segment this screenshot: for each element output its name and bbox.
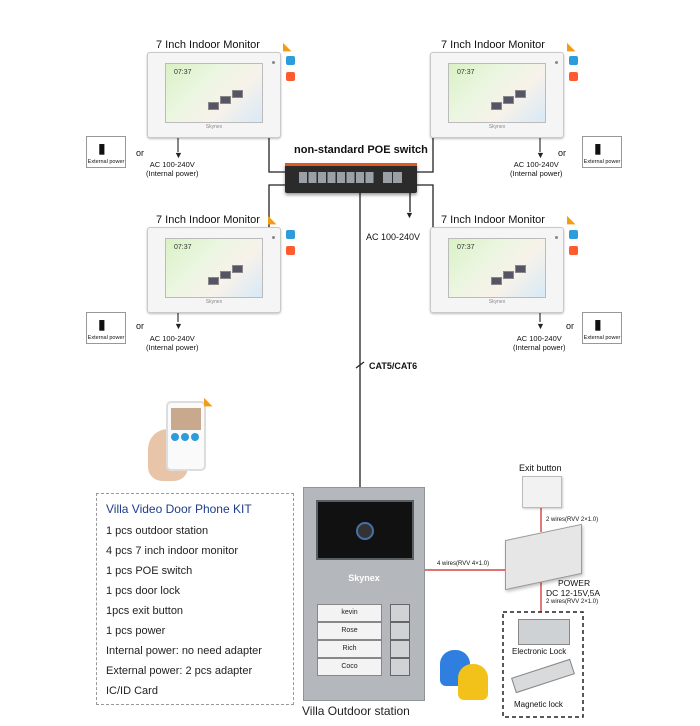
- kit-item: Internal power: no need adapter: [106, 645, 262, 657]
- kit-item: 1pcs exit button: [106, 605, 184, 617]
- wifi-icon: ◣: [567, 214, 576, 226]
- kit-item: 1 pcs door lock: [106, 585, 180, 597]
- kit-item: 1 pcs power: [106, 625, 166, 637]
- electronic-lock: [518, 619, 570, 645]
- kit-item: 4 pcs 7 inch indoor monitor: [106, 545, 239, 557]
- kit-item: 1 pcs POE switch: [106, 565, 193, 577]
- plug-icon: ▼: [174, 150, 183, 160]
- external-power-adapter: ▮ External power: [86, 312, 126, 344]
- poe-switch: [285, 163, 417, 193]
- exit-button[interactable]: [522, 476, 562, 508]
- ac-power-label: AC 100-240V(Internal power): [513, 334, 566, 352]
- switch-power-label: AC 100-240V: [366, 232, 421, 242]
- power-title: POWER: [558, 578, 591, 588]
- indoor-monitor-1: 07:37 Skynex: [147, 52, 281, 138]
- external-power-label: External power: [583, 159, 621, 165]
- kit-item: IC/ID Card: [106, 685, 158, 697]
- kit-list-box: Villa Video Door Phone KIT 1 pcs outdoor…: [96, 493, 294, 705]
- outdoor-brand: Skynex: [348, 573, 380, 583]
- tuya-icon: [286, 72, 295, 81]
- indoor-monitor-2: 07:37 Skynex: [430, 52, 564, 138]
- plug-icon: ▼: [536, 150, 545, 160]
- outdoor-caption: Villa Outdoor station: [302, 704, 410, 718]
- or-label: or: [566, 321, 575, 331]
- outdoor-station: Skynex kevin Rose Rich Coco: [303, 487, 425, 701]
- call-button-2[interactable]: [390, 622, 410, 640]
- name-button-3[interactable]: Rich: [317, 640, 382, 658]
- wifi-icon: ◣: [204, 396, 213, 408]
- camera-module: [316, 500, 414, 560]
- wires-top-label: 2 wires(RVV 2×1.0): [546, 517, 599, 523]
- switch-label: non-standard POE switch: [294, 144, 428, 156]
- monitor-brand: Skynex: [488, 124, 506, 130]
- monitor-screen: 07:37: [448, 63, 546, 123]
- switch-ports: [299, 172, 375, 183]
- external-power-adapter: ▮ External power: [86, 136, 126, 168]
- monitor-brand: Skynex: [488, 299, 506, 305]
- kit-title: Villa Video Door Phone KIT: [106, 502, 252, 516]
- call-button-3[interactable]: [390, 640, 410, 658]
- name-button-2[interactable]: Rose: [317, 622, 382, 640]
- switch-uplink-ports: [383, 172, 403, 183]
- external-power-adapter: ▮ External power: [582, 136, 622, 168]
- call-button-4[interactable]: [390, 658, 410, 676]
- ac-power-label: AC 100-240V(Internal power): [146, 160, 199, 178]
- monitor-clock: 07:37: [457, 244, 475, 251]
- monitor-4-title: 7 Inch Indoor Monitor: [441, 214, 545, 226]
- ac-power-label: AC 100-240V(Internal power): [146, 334, 199, 352]
- name-button-1[interactable]: kevin: [317, 604, 382, 622]
- name-button-4[interactable]: Coco: [317, 658, 382, 676]
- or-label: or: [558, 148, 567, 158]
- indoor-monitor-3: 07:37 Skynex: [147, 227, 281, 313]
- app-icon: [286, 230, 295, 239]
- external-power-adapter: ▮ External power: [582, 312, 622, 344]
- monitor-3-title: 7 Inch Indoor Monitor: [156, 214, 260, 226]
- monitor-clock: 07:37: [174, 69, 192, 76]
- external-power-label: External power: [87, 335, 125, 341]
- monitor-2-title: 7 Inch Indoor Monitor: [441, 39, 545, 51]
- or-label: or: [136, 148, 145, 158]
- external-power-label: External power: [583, 335, 621, 341]
- tuya-icon: [569, 246, 578, 255]
- plug-icon: ▼: [174, 321, 183, 331]
- electronic-lock-label: Electronic Lock: [512, 647, 567, 656]
- or-label: or: [136, 321, 145, 331]
- monitor-1-title: 7 Inch Indoor Monitor: [156, 39, 260, 51]
- kit-item: External power: 2 pcs adapter: [106, 665, 253, 677]
- plug-icon: ▼: [405, 210, 414, 220]
- monitor-brand: Skynex: [205, 299, 223, 305]
- exit-button-label: Exit button: [519, 463, 562, 473]
- app-icon: [569, 230, 578, 239]
- external-power-label: External power: [87, 159, 125, 165]
- app-icon: [286, 56, 295, 65]
- power-spec: DC 12-15V,5A: [546, 588, 601, 598]
- wifi-icon: ◣: [268, 214, 277, 226]
- wifi-icon: ◣: [567, 41, 576, 53]
- ac-power-label: AC 100-240V(Internal power): [510, 160, 563, 178]
- tuya-icon: [569, 72, 578, 81]
- monitor-screen: 07:37: [165, 238, 263, 298]
- monitor-brand: Skynex: [205, 124, 223, 130]
- monitor-clock: 07:37: [174, 244, 192, 251]
- kit-item: 1 pcs outdoor station: [106, 525, 209, 537]
- plug-icon: ▼: [536, 321, 545, 331]
- indoor-monitor-4: 07:37 Skynex: [430, 227, 564, 313]
- wifi-icon: ◣: [283, 41, 292, 53]
- wires-bottom-label: 2 wires(RVV 2×1.0): [546, 599, 599, 605]
- monitor-screen: 07:37: [448, 238, 546, 298]
- wires-left-label: 4 wires(RVV 4×1.0): [437, 561, 490, 567]
- cable-label: CAT5/CAT6: [369, 361, 418, 371]
- call-button-1[interactable]: [390, 604, 410, 622]
- smartphone-app: ◣: [148, 395, 218, 485]
- monitor-clock: 07:37: [457, 69, 475, 76]
- tuya-icon: [286, 246, 295, 255]
- app-icon: [569, 56, 578, 65]
- magnetic-lock-label: Magnetic lock: [514, 700, 563, 709]
- rfid-card-icon: [458, 664, 488, 700]
- monitor-screen: 07:37: [165, 63, 263, 123]
